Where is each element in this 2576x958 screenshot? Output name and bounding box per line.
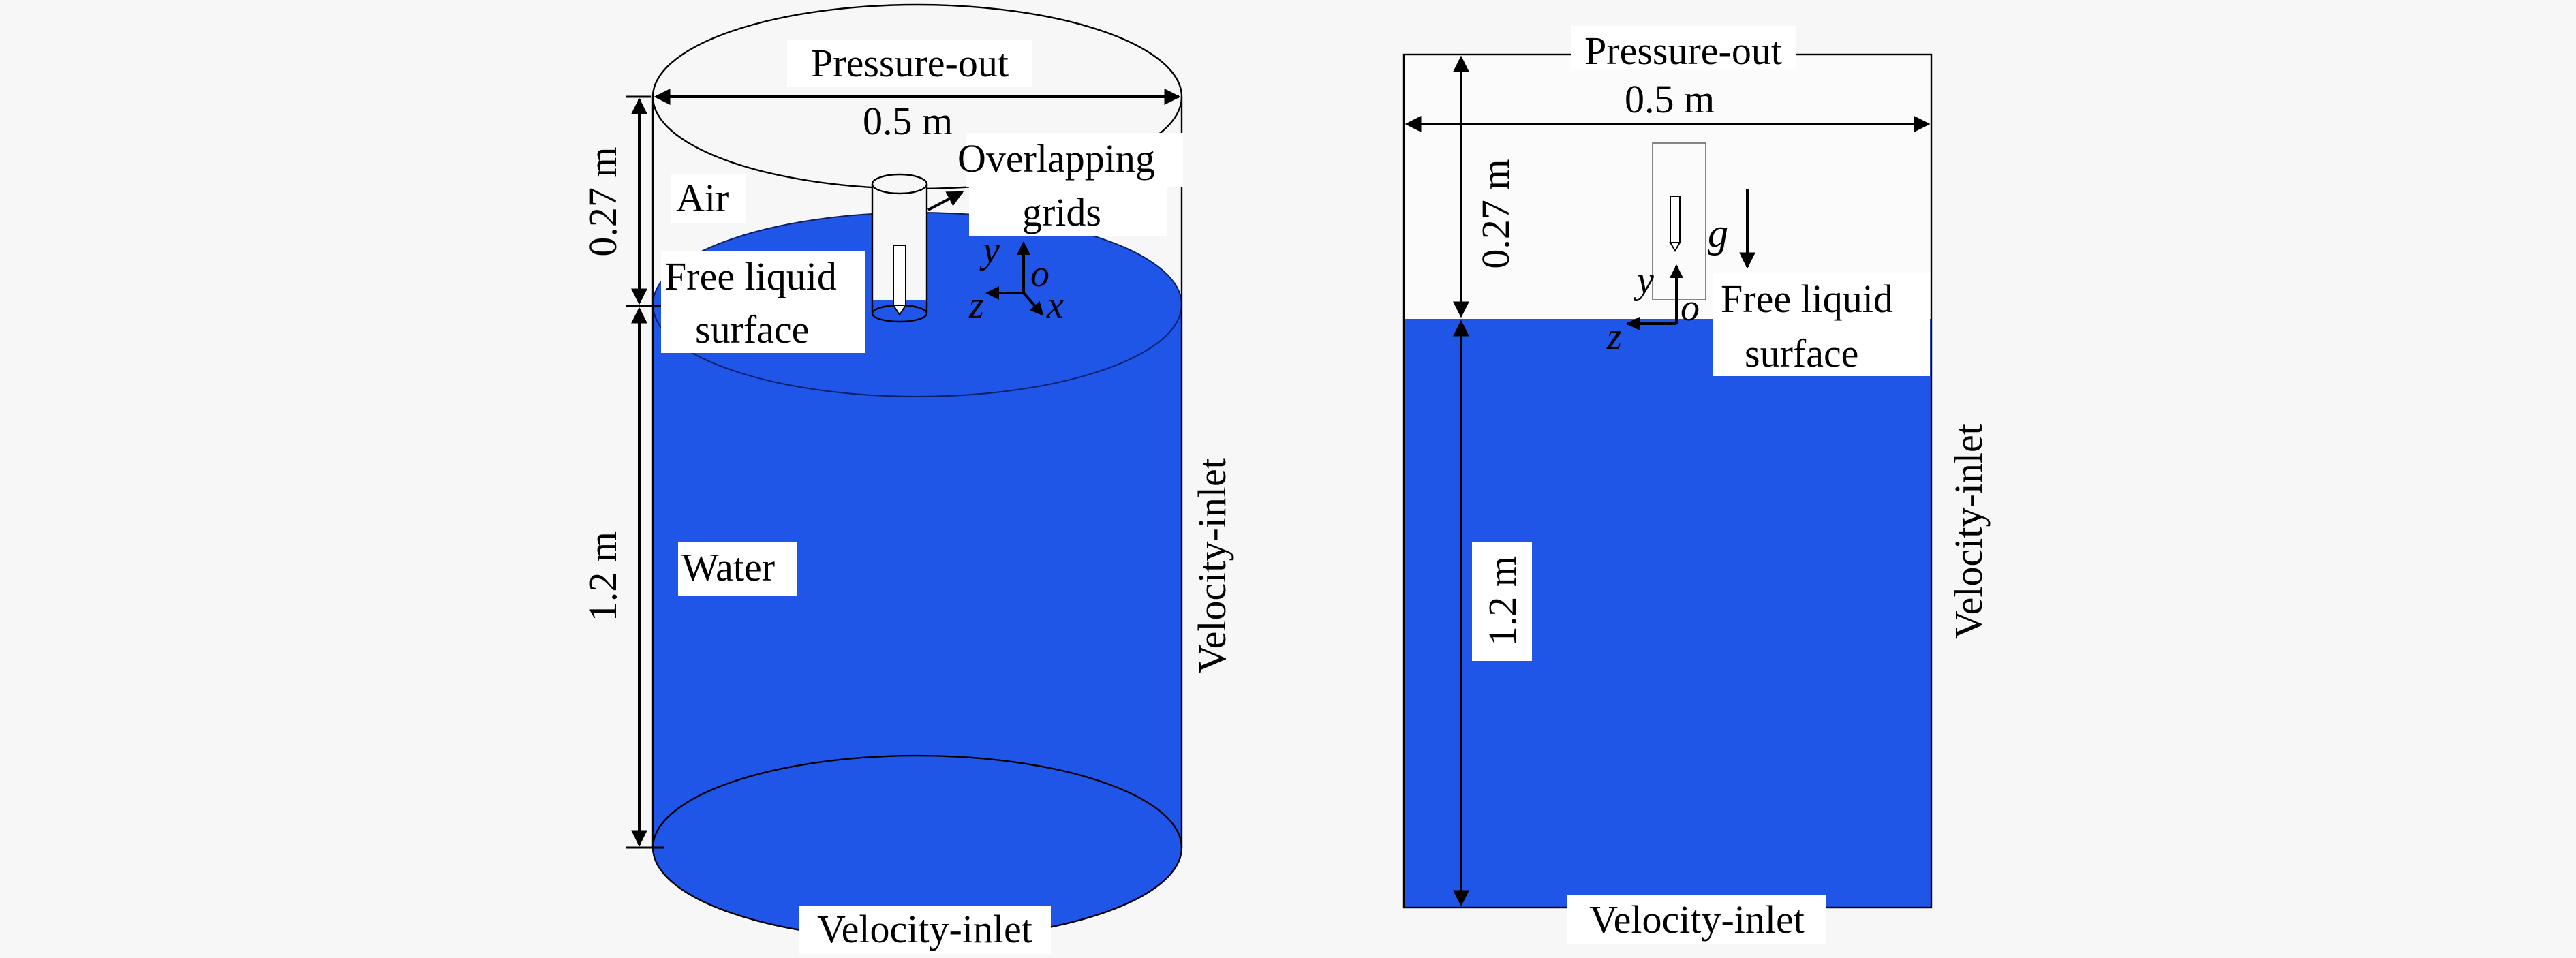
left-coordinate-axes: y o z x bbox=[968, 229, 1064, 326]
right-coordinate-axes: y o z bbox=[1606, 260, 1700, 358]
overlapping-grid-cylinder bbox=[871, 173, 928, 323]
left-free-surface-label-line2: surface bbox=[695, 307, 809, 352]
left-air-height-label: 0.27 m bbox=[581, 146, 625, 256]
gravity-label: g bbox=[1708, 211, 1728, 256]
overlapping-grids-label-line2: grids bbox=[1022, 190, 1101, 234]
left-axis-x-label: x bbox=[1046, 284, 1064, 326]
right-axis-z-label: z bbox=[1606, 315, 1622, 358]
left-top-boundary-label: Pressure-out bbox=[811, 41, 1009, 85]
right-water-height-label: 1.2 m bbox=[1480, 556, 1524, 646]
left-diameter-label: 0.5 m bbox=[863, 99, 953, 143]
right-top-boundary-label: Pressure-out bbox=[1584, 29, 1782, 73]
left-side-boundary-label: Velocity-inlet bbox=[1190, 458, 1234, 673]
overlapping-grids-pointer bbox=[927, 191, 964, 211]
left-axis-z-label: z bbox=[968, 284, 984, 326]
right-diameter-label: 0.5 m bbox=[1625, 77, 1715, 121]
right-free-surface-label-line1: Free liquid bbox=[1721, 277, 1893, 321]
left-air-label: Air bbox=[676, 176, 729, 220]
left-water-height-label: 1.2 m bbox=[581, 531, 625, 621]
left-free-surface-label-line1: Free liquid bbox=[664, 254, 837, 298]
right-overlapping-grid bbox=[1652, 142, 1706, 300]
right-bottom-boundary-label: Velocity-inlet bbox=[1589, 897, 1805, 942]
left-axis-o-label: o bbox=[1030, 253, 1049, 295]
right-section-figure: g Pressure-out 0.5 m 0.27 m 1.2 m Free l… bbox=[1402, 26, 1991, 944]
left-bottom-ellipse-back bbox=[651, 754, 1183, 848]
overlapping-grids-label-line1: Overlapping bbox=[957, 136, 1155, 181]
right-axis-y-label: y bbox=[1634, 260, 1654, 302]
left-water-label: Water bbox=[681, 545, 775, 589]
left-water-body bbox=[653, 305, 1182, 940]
right-axis-o-label: o bbox=[1681, 287, 1700, 329]
left-axis-y-label: y bbox=[979, 229, 1000, 271]
left-bottom-boundary-label: Velocity-inlet bbox=[817, 907, 1032, 951]
right-free-surface-label-line2: surface bbox=[1745, 331, 1858, 375]
right-air-height-label: 0.27 m bbox=[1473, 159, 1518, 268]
left-cylinder-figure: Pressure-out 0.5 m 0.27 m 1.2 m Air Over… bbox=[581, 3, 1234, 954]
right-side-boundary-label: Velocity-inlet bbox=[1946, 424, 1991, 639]
